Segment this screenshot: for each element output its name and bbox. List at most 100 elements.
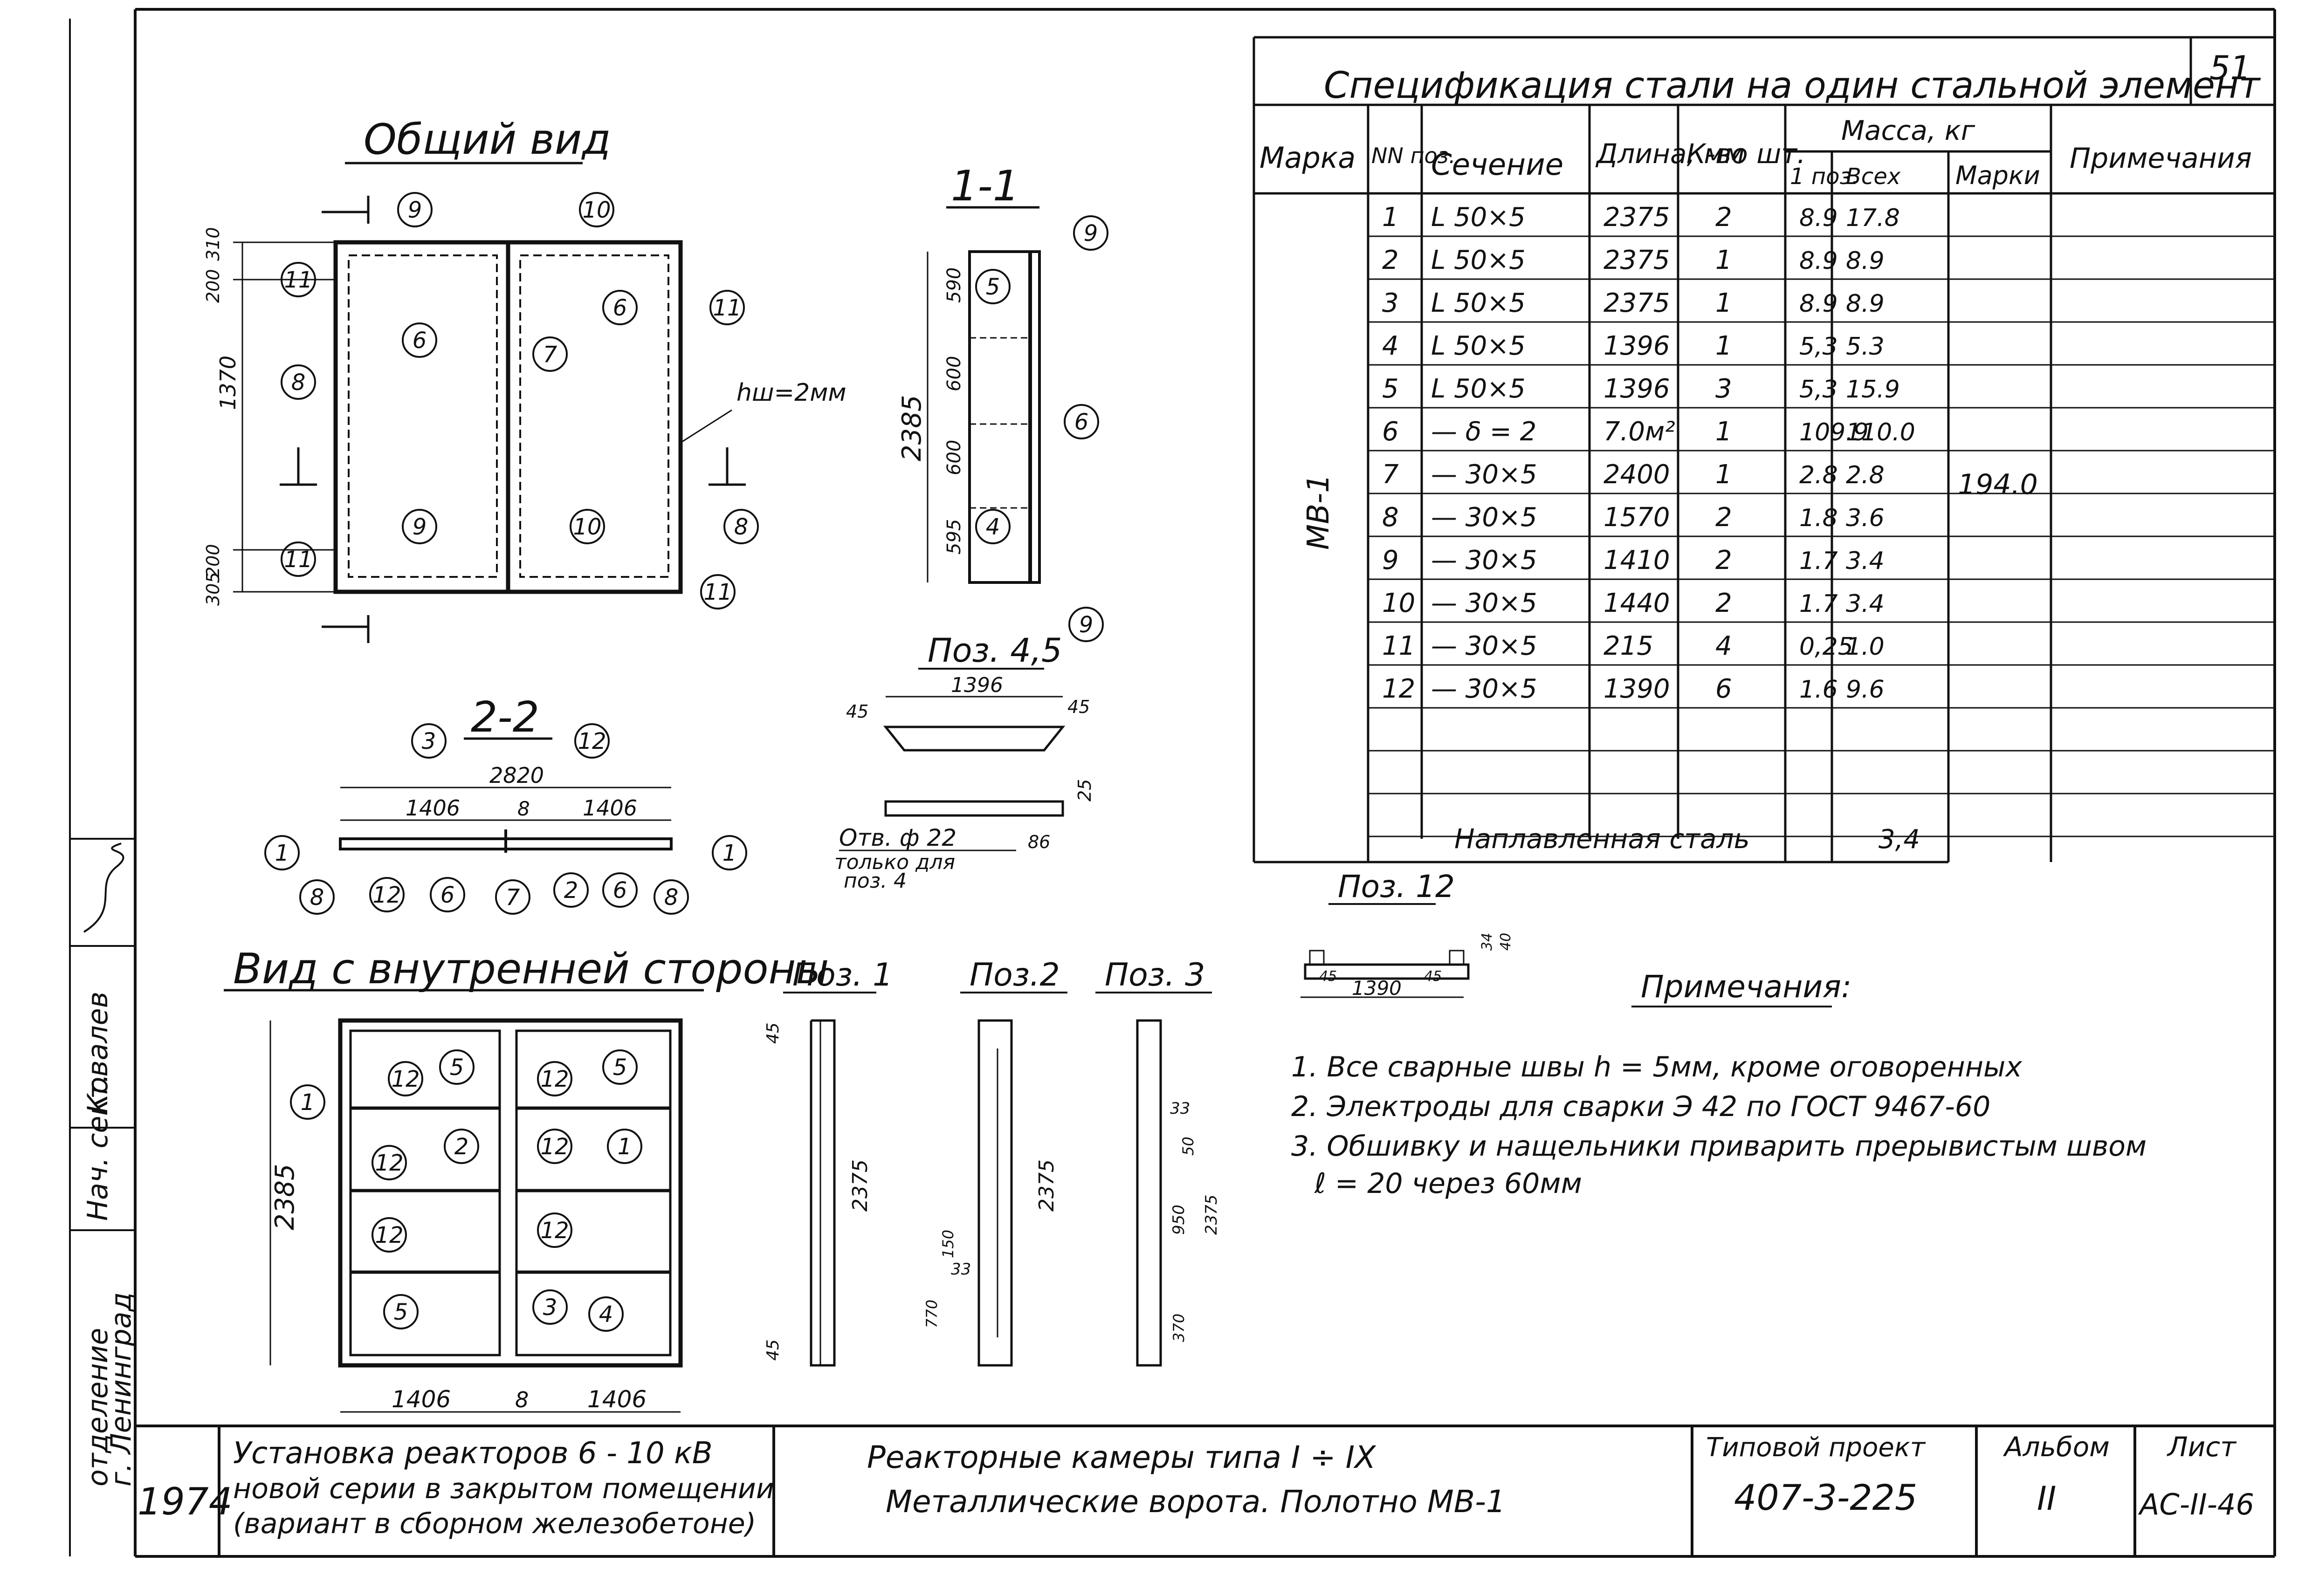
cell-length: 1570 — [1603, 502, 1670, 533]
svg-text:3: 3 — [543, 1295, 557, 1321]
cell-section: — 30×5 — [1431, 502, 1537, 533]
position-callout: 10 — [570, 509, 605, 544]
pos12-view: Поз. 12 1390 45 45 34 40 — [1300, 869, 1514, 1000]
dim-33-p3: 33 — [1170, 1099, 1190, 1118]
cell-m1: 5,3 — [1799, 376, 1838, 404]
position-callout: 9 — [397, 192, 433, 227]
cell-qty: 2 — [1715, 588, 1732, 618]
svg-text:5: 5 — [450, 1055, 464, 1081]
hdr-length: Длина, мм — [1595, 138, 1745, 170]
position-callout: 1 — [712, 835, 747, 870]
dim-600b: 600 — [943, 440, 965, 475]
position-callout: 9 — [402, 509, 437, 544]
cell-m1: 1.7 — [1799, 590, 1838, 618]
hdr-mass-mark: Марки — [1955, 161, 2040, 190]
dim-2385-iv: 2385 — [270, 1164, 300, 1230]
dim-86: 86 — [1028, 832, 1050, 852]
pos3-view: Поз. 3 33 50 950 2375 370 — [1095, 957, 1221, 1367]
svg-text:9: 9 — [1079, 612, 1094, 638]
cell-section: — 30×5 — [1431, 588, 1537, 618]
stamp-sheet: АС-II-46 — [2138, 1487, 2254, 1521]
cell-qty: 4 — [1715, 631, 1732, 661]
cell-mall: 9.6 — [1846, 676, 1885, 704]
notes-title: Примечания: — [1641, 969, 1851, 1005]
cell-m1: 1.6 — [1799, 676, 1838, 704]
title-block: 1974 Установка реакторов 6 - 10 кВ новой… — [135, 1425, 2275, 1556]
dim-33-p2: 33 — [951, 1260, 971, 1279]
svg-text:6: 6 — [613, 295, 627, 321]
pos1-view: Поз. 1 2375 45 45 — [764, 957, 893, 1367]
position-callout: 1 — [264, 835, 300, 870]
position-callout: 6 — [402, 322, 437, 358]
pos45-title: Поз. 4,5 — [928, 631, 1062, 670]
dim-600a: 600 — [943, 356, 965, 391]
hole-pos: поз. 4 — [844, 869, 907, 893]
cell-length: 1440 — [1603, 588, 1670, 618]
cell-m1: 1.7 — [1799, 547, 1838, 575]
cell-section: L 50×5 — [1431, 202, 1526, 233]
dim-2375-p3: 2375 — [1202, 1194, 1221, 1235]
position-callout: 4 — [588, 1296, 624, 1332]
cell-mall: 3.4 — [1846, 547, 1885, 575]
cell-m1: 8.9 — [1799, 247, 1838, 275]
dim-45-p1t: 45 — [764, 1022, 783, 1044]
cell-pos: 6 — [1382, 417, 1399, 447]
svg-text:2: 2 — [454, 1134, 469, 1160]
svg-text:6: 6 — [1074, 409, 1089, 435]
cell-qty: 1 — [1715, 459, 1732, 490]
cell-m1: 0,25 — [1799, 633, 1853, 661]
position-callout: 9 — [1073, 215, 1108, 251]
svg-text:1: 1 — [301, 1089, 315, 1116]
note-2: 2. Электроды для сварки Э 42 по ГОСТ 946… — [1291, 1090, 1990, 1123]
stamp-desc1: Реакторные камеры типа I ÷ IX — [867, 1439, 1376, 1475]
svg-text:4: 4 — [986, 514, 1000, 540]
side-signature — [83, 843, 124, 933]
position-callout: 5 — [975, 269, 1011, 304]
cell-m1: 109.9 — [1799, 418, 1869, 446]
svg-text:1: 1 — [618, 1134, 632, 1160]
position-callout: 5 — [383, 1294, 419, 1329]
svg-text:11: 11 — [713, 295, 741, 321]
svg-text:9: 9 — [408, 197, 422, 223]
position-callout: 5 — [439, 1049, 475, 1085]
position-callout: 2 — [444, 1129, 479, 1164]
cell-section: L 50×5 — [1431, 331, 1526, 361]
svg-text:8: 8 — [310, 884, 324, 911]
cell-pos: 8 — [1382, 502, 1399, 533]
cell-qty: 2 — [1715, 202, 1732, 233]
spec-table: Спецификация стали на один стальной элем… — [1252, 36, 2275, 863]
stamp-sheet-label: Лист — [2167, 1431, 2237, 1463]
cell-length: 1396 — [1603, 331, 1670, 361]
svg-text:5: 5 — [613, 1055, 627, 1081]
cell-mall: 110.0 — [1846, 418, 1915, 446]
position-callout: 1 — [290, 1084, 325, 1120]
cell-mall: 15.9 — [1846, 376, 1900, 404]
position-callout: 12 — [372, 1145, 407, 1180]
position-callout: 6 — [430, 877, 465, 912]
svg-text:12: 12 — [540, 1134, 569, 1160]
position-callout: 5 — [602, 1049, 638, 1085]
cell-length: 215 — [1603, 631, 1653, 661]
svg-text:3: 3 — [422, 728, 436, 754]
dim-2820: 2820 — [489, 763, 544, 788]
weld-label: Наплавленная сталь — [1454, 823, 1750, 855]
cell-qty: 1 — [1715, 417, 1732, 447]
dim-150: 150 — [939, 1230, 957, 1258]
dim-50-p3: 50 — [1179, 1137, 1197, 1156]
cell-pos: 3 — [1382, 288, 1399, 318]
svg-text:5: 5 — [394, 1299, 408, 1325]
stamp-desc2: Металлические ворота. Полотно МВ-1 — [886, 1484, 1506, 1520]
dim-1406-ivr: 1406 — [587, 1386, 647, 1413]
cell-length: 1390 — [1603, 674, 1670, 704]
position-callout: 8 — [723, 509, 759, 544]
position-callout: 4 — [975, 509, 1011, 544]
svg-text:12: 12 — [578, 728, 606, 754]
stamp-project-label: Типовой проект — [1706, 1432, 1926, 1463]
svg-text:9: 9 — [1084, 220, 1098, 247]
